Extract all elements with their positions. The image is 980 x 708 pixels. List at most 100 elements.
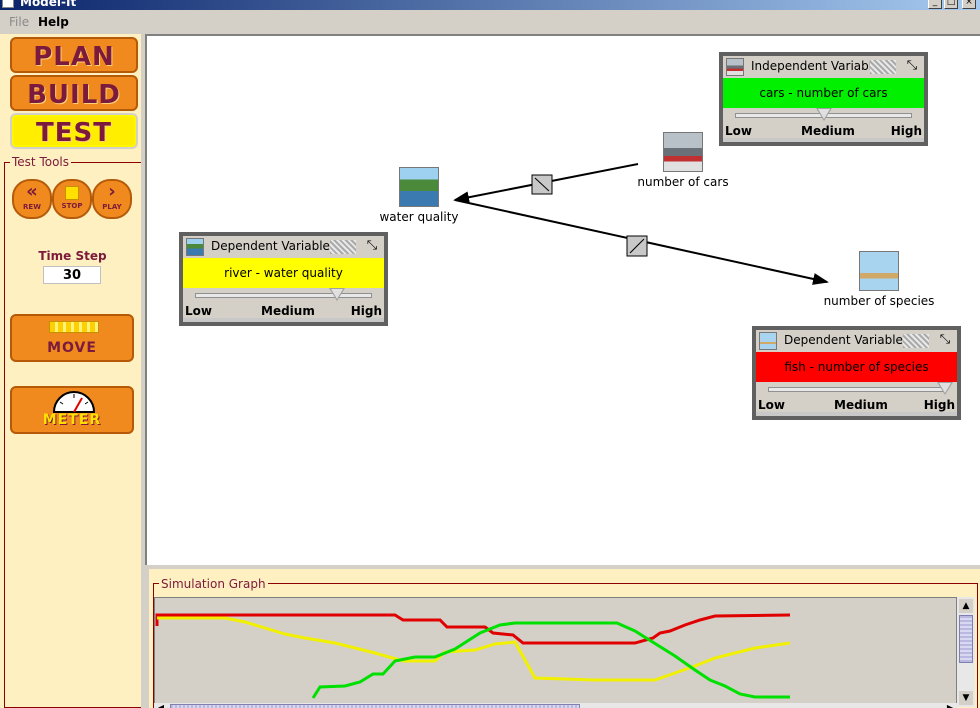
series-yellow-line bbox=[157, 616, 791, 682]
cars-panel-icon bbox=[726, 58, 744, 76]
minimize-button[interactable]: _ bbox=[928, 0, 942, 9]
stop-label: STOP bbox=[61, 202, 83, 210]
simulation-graph-frame bbox=[153, 583, 978, 708]
species-panel-scale: Low Medium High bbox=[756, 398, 957, 412]
scale-high: High bbox=[890, 124, 922, 138]
cars-panel-title: Independent Variable bbox=[751, 59, 880, 73]
meter-tool-button[interactable]: METER bbox=[10, 386, 134, 434]
species-variable-panel: Dependent Variable ⤡ fish - number of sp… bbox=[752, 326, 961, 420]
model-canvas[interactable]: water quality number of cars number of s… bbox=[145, 34, 980, 565]
collapse-icon[interactable]: ⤡ bbox=[906, 58, 918, 73]
slider-thumb[interactable] bbox=[328, 288, 345, 301]
drag-grip-icon[interactable] bbox=[903, 334, 929, 348]
simulation-lines bbox=[155, 613, 791, 699]
scale-high: High bbox=[923, 398, 955, 412]
cars-panel-header[interactable]: Independent Variable ⤡ bbox=[723, 56, 924, 78]
fish-image bbox=[859, 251, 899, 291]
slider-track bbox=[768, 387, 945, 392]
water-variable-panel: Dependent Variable ⤡ river - water quali… bbox=[179, 232, 388, 326]
play-button[interactable]: › PLAY bbox=[92, 179, 132, 219]
drag-grip-icon[interactable] bbox=[330, 240, 356, 254]
species-panel-header[interactable]: Dependent Variable ⤡ bbox=[756, 330, 957, 352]
scale-low: Low bbox=[758, 398, 785, 412]
water-panel-header[interactable]: Dependent Variable ⤡ bbox=[183, 236, 384, 258]
meter-icon bbox=[52, 391, 96, 413]
close-button[interactable]: × bbox=[962, 0, 976, 9]
scale-high: High bbox=[350, 304, 382, 318]
menu-file[interactable]: File bbox=[9, 15, 30, 29]
species-panel-icon bbox=[759, 332, 777, 350]
rewind-button[interactable]: « REW bbox=[12, 179, 52, 219]
series-red-line bbox=[155, 613, 791, 645]
node-water-quality-label: water quality bbox=[379, 210, 459, 224]
vertical-scroll-thumb[interactable] bbox=[959, 615, 973, 663]
cars-image bbox=[663, 132, 703, 172]
cars-level-slider[interactable] bbox=[723, 108, 924, 124]
scroll-left-icon[interactable]: ◀ bbox=[157, 703, 165, 708]
menu-bar: File Help bbox=[0, 10, 980, 34]
water-panel-scale: Low Medium High bbox=[183, 304, 384, 318]
drag-grip-icon[interactable] bbox=[870, 60, 896, 74]
scale-low: Low bbox=[725, 124, 752, 138]
water-panel-value: river - water quality bbox=[183, 258, 384, 288]
move-tool-button[interactable]: MOVE bbox=[10, 314, 134, 362]
title-bar: Model-It _ □ × bbox=[0, 0, 980, 10]
scroll-down-icon[interactable]: ▼ bbox=[959, 691, 973, 705]
collapse-icon[interactable]: ⤡ bbox=[939, 332, 951, 347]
time-step-label: Time Step bbox=[38, 249, 107, 263]
app-icon bbox=[2, 0, 14, 8]
increasing-relation-icon bbox=[629, 238, 645, 254]
graph-vertical-scrollbar[interactable]: ▲ ▼ bbox=[957, 597, 975, 707]
water-image bbox=[399, 167, 439, 207]
test-tools-legend: Test Tools bbox=[10, 155, 72, 169]
mode-panel: PLAN BUILD TEST Test Tools « REW STOP › … bbox=[0, 34, 145, 708]
scale-medium: Medium bbox=[834, 398, 888, 412]
cars-panel-value: cars - number of cars bbox=[723, 78, 924, 108]
collapse-icon[interactable]: ⤡ bbox=[366, 238, 378, 253]
horizontal-scroll-thumb[interactable] bbox=[170, 704, 580, 708]
stop-icon bbox=[65, 186, 79, 200]
slider-thumb[interactable] bbox=[937, 382, 953, 395]
menu-help[interactable]: Help bbox=[38, 15, 69, 29]
play-icon: › bbox=[108, 181, 116, 202]
build-mode-button[interactable]: BUILD bbox=[10, 75, 138, 111]
water-panel-icon bbox=[186, 238, 204, 256]
series-green-line bbox=[311, 621, 790, 699]
simulation-graph-legend: Simulation Graph bbox=[159, 577, 268, 591]
scroll-right-icon[interactable]: ▶ bbox=[946, 703, 954, 708]
simulation-plot bbox=[154, 597, 957, 707]
cars-variable-panel: Independent Variable ⤡ cars - number of … bbox=[719, 52, 928, 146]
node-number-of-cars-label: number of cars bbox=[637, 175, 729, 189]
plan-mode-button[interactable]: PLAN bbox=[10, 37, 138, 73]
slider-track bbox=[195, 293, 372, 298]
maximize-button[interactable]: □ bbox=[944, 0, 958, 9]
move-icon bbox=[49, 321, 99, 333]
water-level-slider[interactable] bbox=[183, 288, 384, 304]
node-number-of-cars[interactable]: number of cars bbox=[633, 132, 733, 189]
meter-label: METER bbox=[42, 412, 102, 428]
rewind-icon: « bbox=[26, 181, 38, 202]
species-panel-title: Dependent Variable bbox=[784, 333, 903, 347]
scroll-up-icon[interactable]: ▲ bbox=[959, 599, 973, 613]
node-number-of-species-label: number of species bbox=[823, 294, 935, 308]
simulation-graph-panel: Simulation Graph ▲ ▼ ◀ ▶ bbox=[145, 565, 980, 708]
slider-thumb[interactable] bbox=[815, 108, 832, 121]
species-level-slider[interactable] bbox=[756, 382, 957, 398]
scale-low: Low bbox=[185, 304, 212, 318]
cars-panel-scale: Low Medium High bbox=[723, 124, 924, 138]
species-panel-value: fish - number of species bbox=[756, 352, 957, 382]
scale-medium: Medium bbox=[801, 124, 855, 138]
node-water-quality[interactable]: water quality bbox=[379, 167, 459, 224]
node-number-of-species[interactable]: number of species bbox=[819, 251, 939, 308]
stop-button[interactable]: STOP bbox=[52, 179, 92, 219]
window-title: Model-It bbox=[20, 0, 77, 9]
time-step-field[interactable]: 30 bbox=[43, 266, 101, 284]
scale-medium: Medium bbox=[261, 304, 315, 318]
rewind-label: REW bbox=[23, 203, 41, 211]
test-mode-button[interactable]: TEST bbox=[10, 113, 138, 149]
graph-horizontal-scrollbar[interactable]: ◀ ▶ bbox=[154, 703, 957, 708]
water-panel-title: Dependent Variable bbox=[211, 239, 330, 253]
test-tools-frame bbox=[4, 162, 141, 708]
move-label: MOVE bbox=[47, 340, 97, 356]
